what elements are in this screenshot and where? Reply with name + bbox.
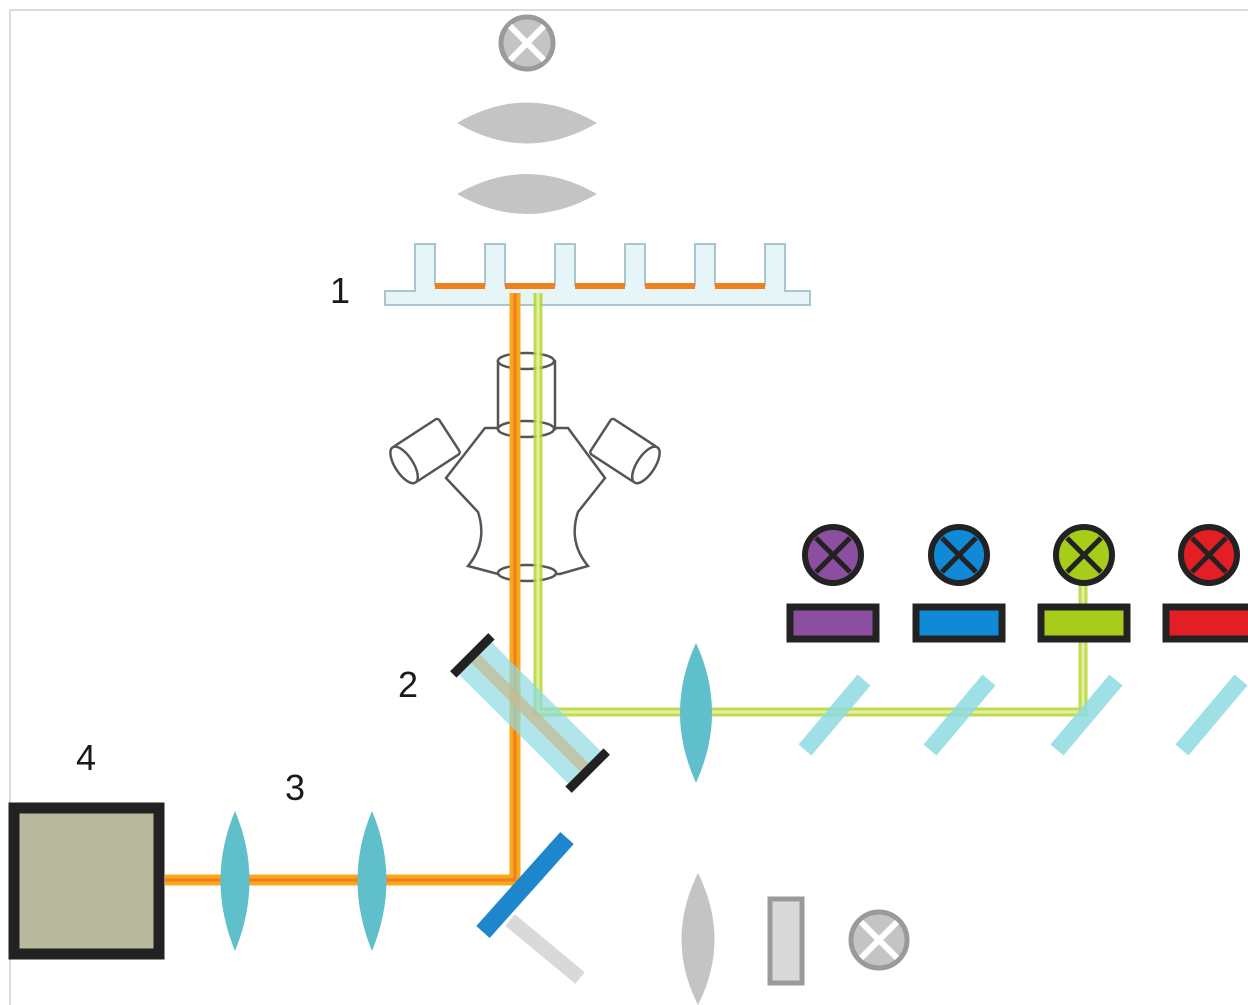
tube-lens-right [357,811,387,951]
condenser-lens-lower [457,174,597,214]
label-lenses: 3 [285,767,305,808]
label-plate: 1 [330,270,350,311]
diagram-frame [9,9,1248,1005]
light-sources [786,524,1248,643]
excitation-lens [680,643,712,783]
excitation-beam [533,293,1088,717]
light-source-blue [912,524,1006,643]
objective-turret [389,351,661,583]
top-lamp-icon [498,14,556,72]
bottom-filter [767,896,805,986]
well-plate [384,243,811,306]
condenser-lens-upper [457,102,597,144]
bottom-mirror [476,832,585,984]
bottom-lens [681,873,715,1005]
light-source-violet [786,524,880,643]
emission-beam [165,293,521,886]
label-dichroic: 2 [398,664,418,705]
label-detector: 4 [76,737,96,778]
filter-violet [786,603,880,643]
filter-blue [912,603,1006,643]
light-source-green [1037,524,1131,643]
light-source-red [1162,524,1248,643]
combiner-mirrors [798,674,1248,756]
filter-red [1162,603,1248,643]
tube-lens-left [220,811,250,951]
detector [8,802,165,960]
dichroic-mirror [450,633,610,793]
bottom-lamp-icon [848,909,910,971]
filter-green [1037,603,1131,643]
